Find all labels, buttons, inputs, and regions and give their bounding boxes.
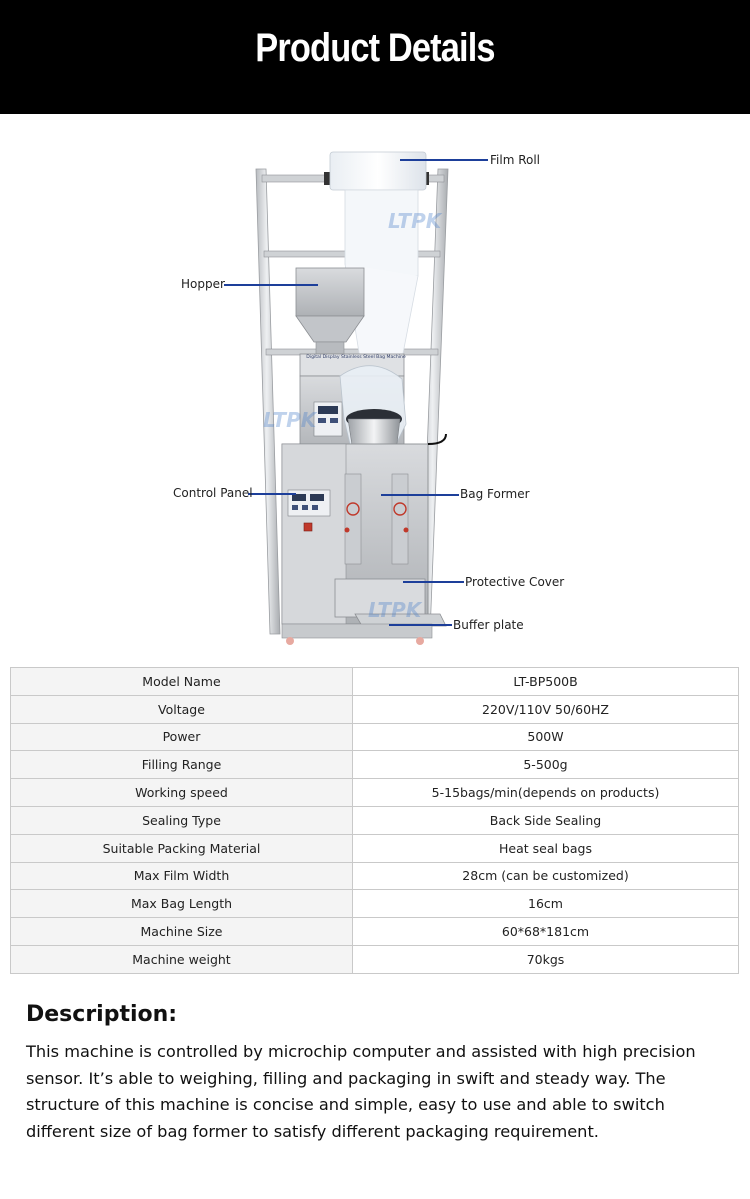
protective-cover-leader: [403, 581, 464, 583]
spec-label: Max Bag Length: [10, 889, 353, 919]
buffer-plate-leader: [389, 624, 452, 626]
bag-former-label: Bag Former: [460, 487, 530, 501]
spec-label: Model Name: [10, 667, 353, 696]
spec-label: Voltage: [10, 694, 353, 724]
spec-value: Heat seal bags: [352, 833, 739, 863]
machine-base: [281, 623, 433, 639]
panel-caption: Digital Display Stainless Steel Bag Mach…: [306, 354, 406, 360]
spec-value: 60*68*181cm: [352, 917, 739, 946]
description-heading: Description:: [26, 1002, 178, 1027]
spec-label: Power: [10, 722, 353, 752]
protective-cover-label: Protective Cover: [465, 575, 565, 589]
spec-label: Suitable Packing Material: [10, 833, 353, 863]
film-roll-leader: [400, 159, 488, 161]
spec-value: 70kgs: [352, 944, 739, 974]
spec-value: 16cm: [352, 889, 739, 919]
spec-value: 220V/110V 50/60HZ: [352, 694, 739, 724]
spec-label: Machine Size: [10, 917, 353, 946]
spec-value: 5-500g: [352, 750, 739, 780]
buffer-plate-label: Buffer plate: [453, 618, 524, 632]
watermark-middle: LTPK: [263, 408, 318, 432]
hopper: [295, 267, 365, 355]
machine-illustration: Digital Display Stainless Steel Bag Mach…: [255, 151, 449, 645]
hopper-label: Hopper: [181, 277, 225, 291]
description-text: This machine is controlled by microchip …: [26, 1042, 696, 1142]
spec-label: Machine weight: [10, 944, 353, 974]
film-roll: [329, 151, 427, 377]
spec-label: Max Film Width: [10, 861, 353, 891]
spec-label: Filling Range: [10, 750, 353, 780]
control-panel-leader: [248, 493, 296, 495]
buffer-plate-shape: [354, 613, 447, 627]
foot-left: [286, 637, 294, 645]
spec-value: 28cm (can be customized): [352, 861, 739, 891]
power-cable: [427, 433, 447, 445]
page-header: Product Details: [0, 0, 750, 114]
protective-cover-shape: [334, 578, 426, 618]
bag-former-leader: [381, 494, 459, 496]
spec-label: Working speed: [10, 778, 353, 807]
watermark-top: LTPK: [388, 209, 443, 233]
hopper-leader: [224, 284, 318, 286]
spec-value: LT-BP500B: [352, 667, 739, 696]
control-panel-label: Control Panel: [173, 486, 253, 500]
spec-label: Sealing Type: [10, 805, 353, 835]
spec-value: 5-15bags/min(depends on products): [352, 778, 739, 807]
machine-figure: Digital Display Stainless Steel Bag Mach…: [0, 114, 750, 660]
spec-value: Back Side Sealing: [352, 805, 739, 835]
page-title: Product Details: [255, 26, 495, 70]
spec-value: 500W: [352, 722, 739, 752]
film-roll-label: Film Roll: [490, 153, 541, 167]
foot-right: [416, 637, 424, 645]
watermark-bottom: LTPK: [368, 598, 423, 622]
